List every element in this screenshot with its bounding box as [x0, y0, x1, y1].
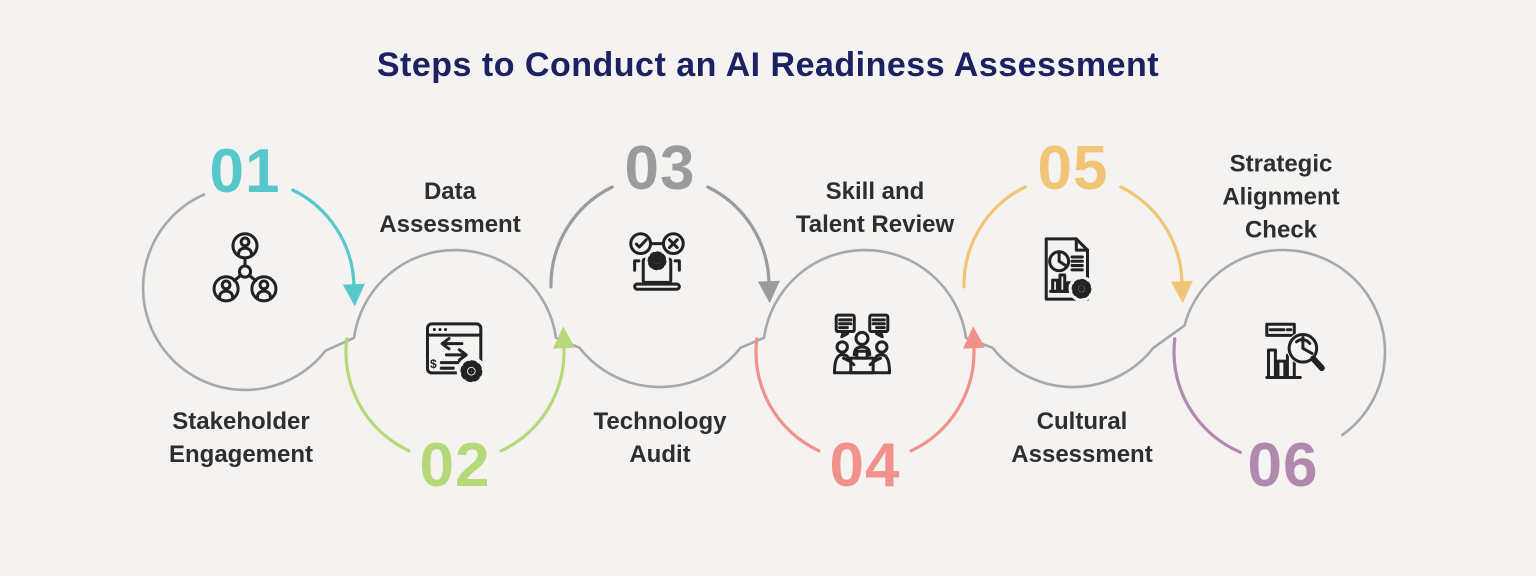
- step-01-number: 01: [209, 137, 281, 206]
- step-03-number: 03: [624, 134, 696, 203]
- step-03-arrowhead: [757, 280, 780, 304]
- step-04-label: Skill and Talent Review: [795, 178, 955, 238]
- step-06-number: 06: [1247, 431, 1319, 500]
- flow-main-line: [141, 192, 1387, 437]
- step-03-label: Technology Audit: [593, 408, 727, 468]
- chart-magnifier-icon: [1247, 307, 1333, 393]
- step-02-accent-arc: [344, 337, 411, 453]
- step-01-label: Stakeholder Engagement: [168, 408, 314, 468]
- step-02-arrowhead: [552, 326, 575, 349]
- step-04-number: 04: [829, 431, 901, 500]
- stakeholder-network-icon: [202, 226, 288, 312]
- step-04-accent-arc: [754, 337, 821, 453]
- page-title: Steps to Conduct an AI Readiness Assessm…: [376, 46, 1160, 84]
- step-02-accent-arc: [499, 346, 566, 453]
- step-03-accent-arc: [706, 185, 771, 283]
- step-01-arrowhead: [342, 283, 365, 307]
- svg-text:$: $: [430, 357, 437, 371]
- step-06-accent-arc: [1172, 337, 1242, 454]
- step-04-accent-arc: [909, 346, 976, 453]
- step-04-arrowhead: [962, 326, 985, 349]
- step-02-label: Data Assessment: [379, 178, 521, 238]
- step-01-accent-arc: [291, 188, 356, 286]
- step-05-accent-arc: [962, 185, 1027, 289]
- laptop-check-audit-icon: [614, 223, 700, 309]
- step-03-accent-arc: [549, 185, 614, 289]
- step-06-label: Strategic Alignment Check: [1222, 150, 1340, 244]
- data-window-gear-icon: $: [412, 311, 498, 397]
- step-05-accent-arc: [1119, 185, 1184, 283]
- step-05-label: Cultural Assessment: [1011, 408, 1153, 468]
- step-05-number: 05: [1037, 134, 1109, 203]
- team-discussion-icon: [819, 304, 905, 390]
- step-02-number: 02: [419, 431, 491, 500]
- step-05-arrowhead: [1170, 280, 1193, 304]
- report-document-icon: [1023, 226, 1109, 312]
